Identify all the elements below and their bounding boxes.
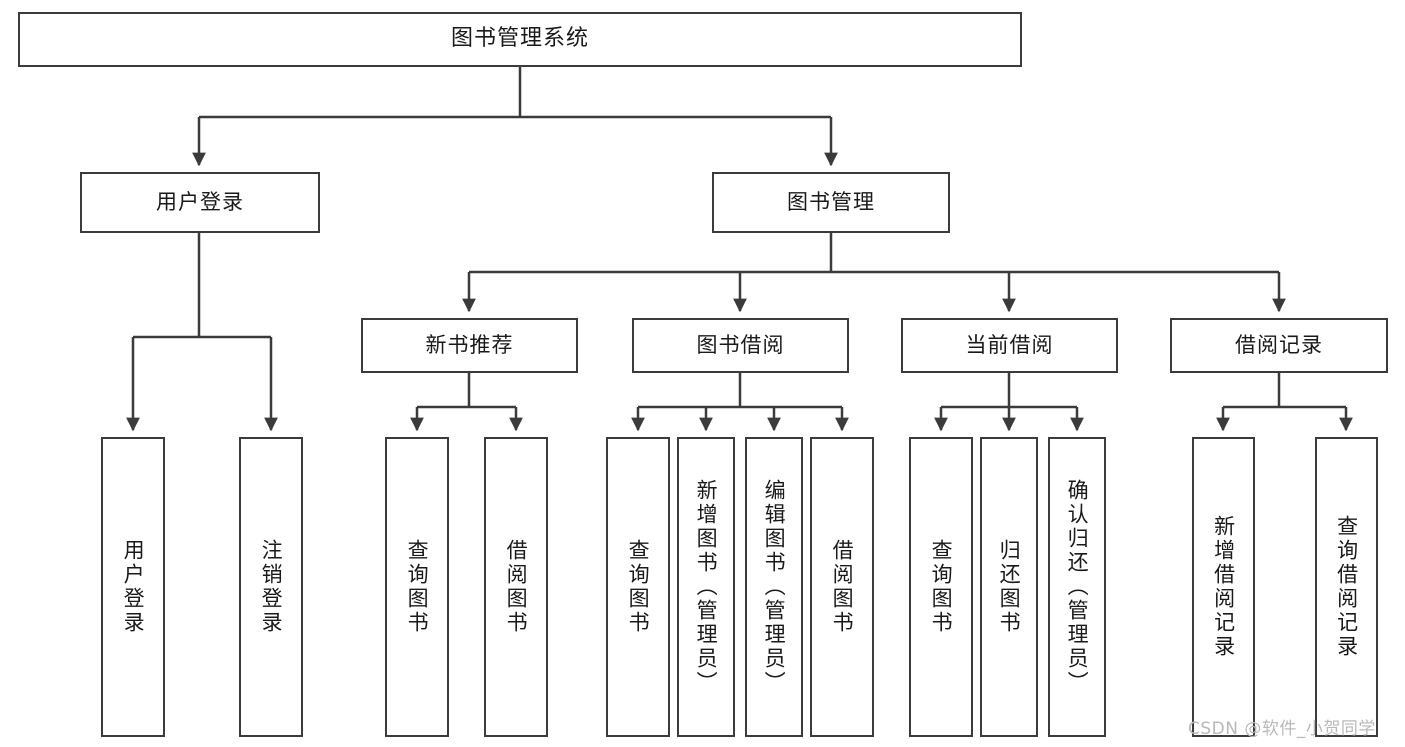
leaf-borrow-record-add[interactable]: 新增借阅记录	[1192, 437, 1255, 737]
node-label: 用户登录	[121, 539, 146, 635]
node-root-book-management-system[interactable]: 图书管理系统	[18, 12, 1022, 67]
node-label: 借阅图书	[830, 539, 855, 635]
node-user-login[interactable]: 用户登录	[80, 172, 320, 233]
node-label: 新增图书（管理员）	[694, 479, 719, 695]
leaf-book-borrow-borrow[interactable]: 借阅图书	[810, 437, 874, 737]
node-label: 查询借阅记录	[1334, 515, 1359, 659]
leaf-book-borrow-add-admin[interactable]: 新增图书（管理员）	[677, 437, 735, 737]
node-label: 图书管理系统	[450, 26, 589, 52]
leaf-book-borrow-edit-admin[interactable]: 编辑图书（管理员）	[745, 437, 803, 737]
leaf-current-borrow-query[interactable]: 查询图书	[909, 437, 973, 737]
node-label: 借阅图书	[504, 539, 529, 635]
node-label: 注销登录	[259, 539, 284, 635]
node-label: 新书推荐	[425, 332, 514, 357]
node-label: 查询图书	[929, 539, 954, 635]
leaf-new-book-borrow[interactable]: 借阅图书	[484, 437, 548, 737]
node-book-management[interactable]: 图书管理	[712, 172, 950, 233]
leaf-user-login-login[interactable]: 用户登录	[101, 437, 165, 737]
node-book-borrow[interactable]: 图书借阅	[632, 318, 849, 373]
node-label: 借阅记录	[1235, 332, 1323, 357]
node-label: 查询图书	[626, 539, 651, 635]
node-label: 用户登录	[156, 189, 244, 214]
node-new-book-recommend[interactable]: 新书推荐	[361, 318, 578, 373]
node-label: 查询图书	[405, 539, 430, 635]
node-borrow-record[interactable]: 借阅记录	[1170, 318, 1388, 373]
leaf-book-borrow-query[interactable]: 查询图书	[606, 437, 670, 737]
leaf-current-borrow-return[interactable]: 归还图书	[980, 437, 1038, 737]
leaf-current-borrow-confirm-admin[interactable]: 确认归还（管理员）	[1048, 437, 1106, 737]
node-label: 新增借阅记录	[1211, 515, 1236, 659]
leaf-borrow-record-query[interactable]: 查询借阅记录	[1315, 437, 1378, 737]
node-current-borrow[interactable]: 当前借阅	[901, 318, 1118, 373]
node-label: 当前借阅	[965, 332, 1054, 357]
leaf-new-book-query[interactable]: 查询图书	[385, 437, 449, 737]
node-label: 归还图书	[997, 539, 1022, 635]
node-label: 图书管理	[787, 189, 875, 214]
leaf-user-login-logout[interactable]: 注销登录	[239, 437, 303, 737]
node-label: 图书借阅	[696, 332, 785, 357]
node-label: 确认归还（管理员）	[1065, 479, 1090, 695]
node-label: 编辑图书（管理员）	[762, 479, 787, 695]
